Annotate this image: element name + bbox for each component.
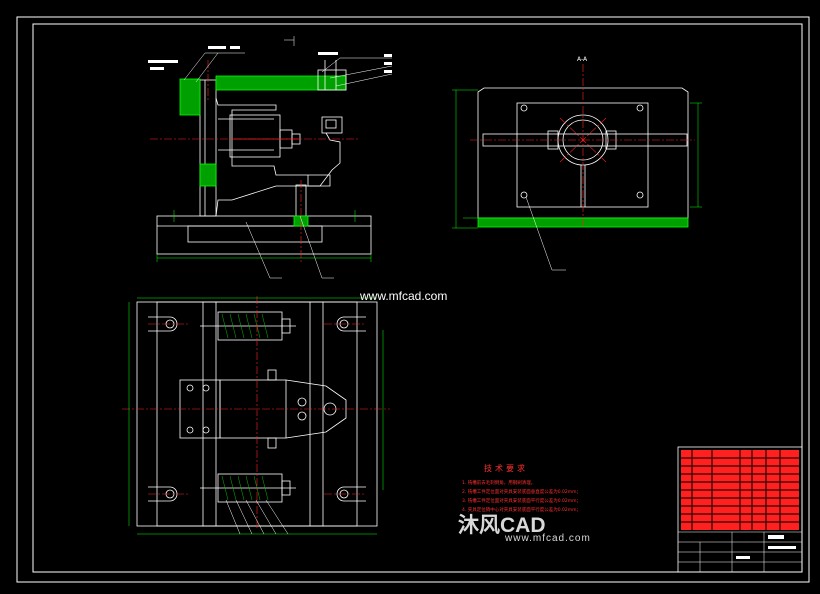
tech-requirements-title: 技术要求: [484, 464, 528, 473]
front-view-leaders: [183, 36, 393, 279]
top-view-leaders: [225, 499, 289, 535]
part-number-labels: [148, 46, 392, 73]
watermark-site-top: www.mfcad.com: [360, 289, 448, 303]
top-view-centerlines: [122, 296, 390, 530]
section-view-label: A-A: [577, 56, 588, 63]
title-block: [677, 446, 803, 573]
front-view-dimensions: [156, 210, 372, 262]
tech-requirement-line-2: 2. 铣槽工件定位面对夹具安装底面垂直度公差为0.02mm；: [462, 490, 582, 495]
section-view-centerlines: [470, 64, 695, 228]
section-view-leader: [525, 196, 566, 271]
top-view-hatch: [221, 313, 269, 501]
front-view: [156, 60, 372, 255]
watermark-logo: 沐风CAD: [458, 514, 546, 537]
top-view-dimensions: [128, 297, 384, 535]
tech-requirement-line-4: 4. 夹具定位销中心对夹具安装底面平行度公差为0.02mm；: [462, 508, 582, 513]
watermark-site-bottom: www.mfcad.com: [505, 533, 591, 544]
outer-frame: [16, 16, 810, 583]
inner-frame: [32, 23, 803, 573]
tech-requirement-line-3: 3. 铣槽工件定位面对夹具安装底面平行度公差为0.02mm；: [462, 499, 582, 504]
tech-requirement-line-1: 1. 铣槽前去毛刺倒角，用钢刷清理。: [462, 481, 536, 486]
section-view-dimensions: [452, 89, 702, 229]
front-view-centerlines: [150, 60, 360, 262]
